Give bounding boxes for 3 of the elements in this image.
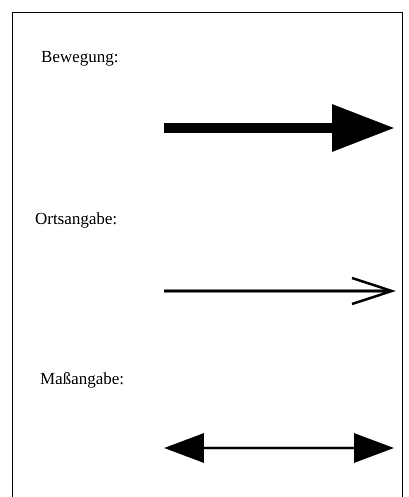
legend-label: Bewegung:: [41, 48, 118, 65]
legend-label: Maßangabe:: [40, 370, 124, 387]
legend-label: Ortsangabe:: [35, 210, 118, 227]
